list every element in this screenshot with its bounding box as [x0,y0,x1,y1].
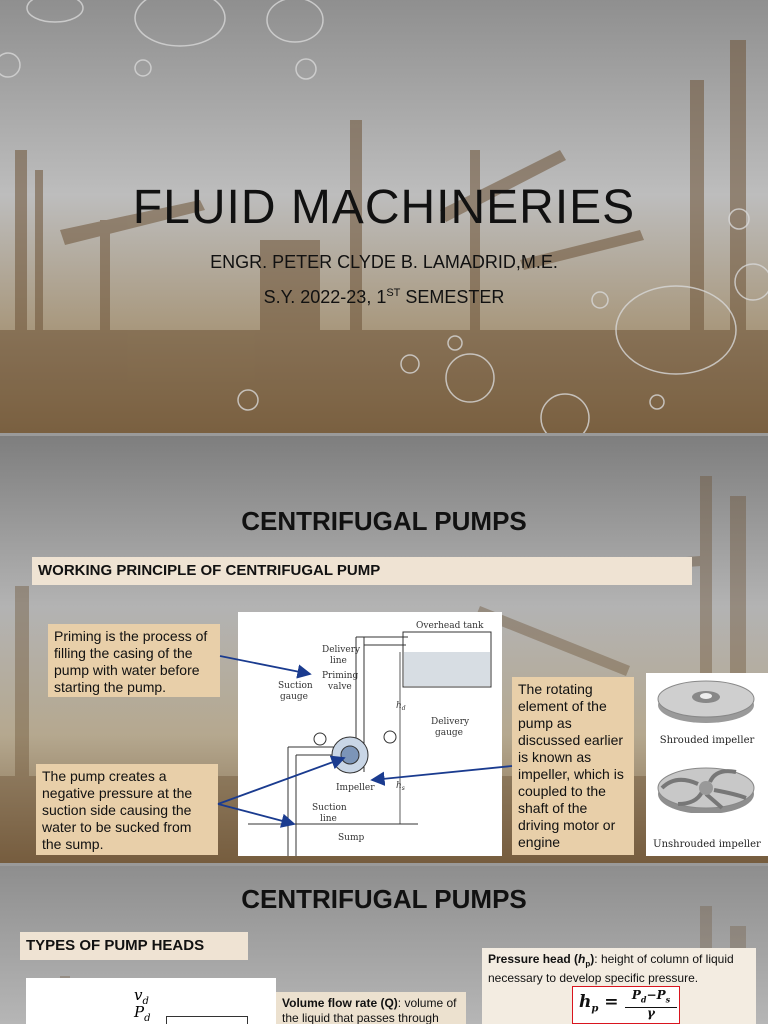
negative-pressure-note: The pump creates a negative pressure at … [36,764,218,855]
title-slide: FLUID MACHINERIES ENGR. PETER CLYDE B. L… [0,0,768,433]
impeller-note: The rotating element of the pump as disc… [512,677,634,855]
formula-denominator: γ [647,1006,655,1020]
semester-suffix: SEMESTER [400,287,505,307]
callout-arrows [217,655,513,828]
label-overhead-tank: Overhead tank [416,621,484,631]
impeller-images-panel: Shrouded impeller Unshrouded impeller [646,673,768,856]
label-suction-line-1: Suction [312,803,347,813]
priming-note: Priming is the process of filling the ca… [48,624,220,697]
label-suction-line-2: line [320,814,337,824]
volume-flow-rate-text: Volume flow rate (Q): volume of the liqu… [276,992,466,1024]
unshrouded-impeller-icon [657,767,755,814]
label-priming-valve-2: valve [327,682,352,692]
pressure-label: Pd [134,1003,151,1024]
pressure-head-formula: hp = Pd−Ps γ [572,986,680,1024]
label-delivery-line-1: Delivery [322,645,361,655]
label-priming-valve-1: Priming [322,671,358,681]
tank-outline [166,1016,248,1024]
presentation-title: FLUID MACHINERIES [132,181,636,234]
pump-heads-slide: CENTRIFUGAL PUMPS TYPES OF PUMP HEADS vd… [0,866,768,1024]
label-hd: hd [396,701,406,712]
pump-schematic-diagram: Overhead tank Delivery line Priming valv… [248,621,492,856]
semester-superscript: ST [386,287,401,299]
shrouded-impeller-icon [657,680,755,723]
pressure-head-box: Pressure head (hp): height of column of … [482,948,756,1024]
centrifugal-pumps-slide: CENTRIFUGAL PUMPS WORKING PRINCIPLE OF C… [0,436,768,863]
section-band: WORKING PRINCIPLE OF CENTRIFUGAL PUMP [32,557,692,585]
impeller-illustrations [657,680,755,814]
label-sump: Sump [338,833,364,843]
section-band: TYPES OF PUMP HEADS [20,932,248,960]
label-suction-gauge-2: gauge [280,692,308,702]
label-impeller: Impeller [336,783,375,793]
unshrouded-impeller-caption: Unshrouded impeller [653,839,761,850]
semester-line: S.Y. 2022-23, 1ST SEMESTER [0,287,768,308]
formula-lhs: hp = [579,992,619,1015]
label-delivery-gauge-2: gauge [435,728,463,738]
pump-head-diagram-panel: vd Pd [26,978,276,1024]
author-line: ENGR. PETER CLYDE B. LAMADRID,M.E. [210,252,558,272]
slide-title: CENTRIFUGAL PUMPS [241,884,527,914]
label-suction-gauge-1: Suction [278,681,313,691]
label-delivery-gauge-1: Delivery [431,717,470,727]
label-delivery-line-2: line [330,656,347,666]
oil-field-silhouette-background [0,0,768,433]
formula-numerator: Pd−Ps [625,988,677,1009]
label-hs: hs [396,781,405,792]
slide-title: CENTRIFUGAL PUMPS [241,506,527,536]
pressure-head-text: Pressure head (hp): height of column of … [488,952,734,986]
semester-prefix: S.Y. 2022-23, 1 [263,287,387,307]
shrouded-impeller-caption: Shrouded impeller [659,735,755,746]
velocity-label: vd [134,986,149,1007]
